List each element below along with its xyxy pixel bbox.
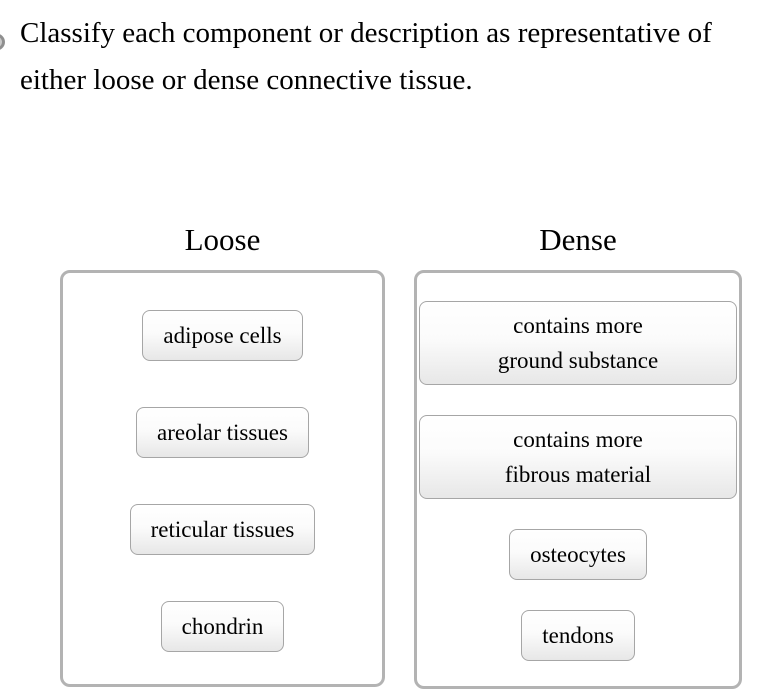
chip-text-line1: contains more: [513, 313, 643, 338]
column-heading-dense: Dense: [539, 222, 617, 257]
question-prompt-line1: Classify each component or description a…: [20, 17, 712, 49]
chip-osteocytes[interactable]: osteocytes: [509, 529, 647, 580]
column-heading-loose: Loose: [184, 222, 261, 257]
drop-zone-loose[interactable]: adipose cells areolar tissues reticular …: [60, 270, 385, 687]
question-prompt: Classify each component or description a…: [20, 10, 712, 104]
chip-text-line2: ground substance: [497, 348, 659, 373]
chip-tendons[interactable]: tendons: [521, 610, 635, 661]
chip-adipose-cells[interactable]: adipose cells: [142, 310, 303, 361]
chip-text-line1: contains more: [513, 427, 643, 452]
question-prompt-line2: either loose or dense connective tissue.: [20, 64, 473, 96]
chip-reticular-tissues[interactable]: reticular tissues: [129, 504, 316, 555]
chip-chondrin[interactable]: chondrin: [160, 601, 285, 652]
chip-contains-more-fibrous-material[interactable]: contains more fibrous material: [419, 415, 737, 499]
chip-areolar-tissues[interactable]: areolar tissues: [136, 407, 309, 458]
chip-contains-more-ground-substance[interactable]: contains more ground substance: [419, 301, 737, 385]
drop-zone-dense[interactable]: contains more ground substance contains …: [414, 270, 742, 689]
question-bullet-icon: [0, 33, 5, 51]
chip-text-line2: fibrous material: [504, 462, 652, 487]
